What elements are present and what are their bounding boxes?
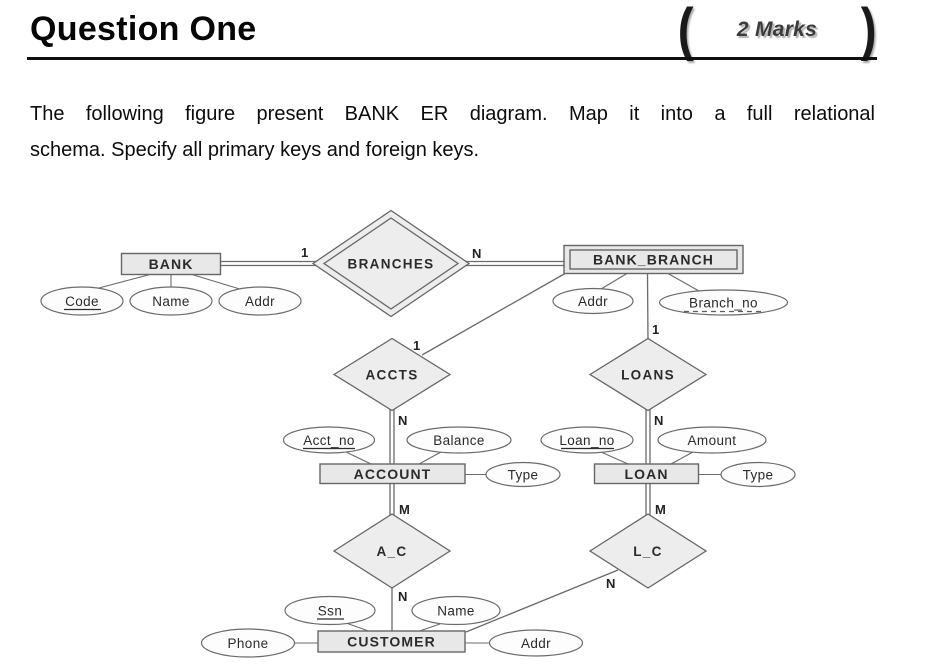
attribute-account-type xyxy=(485,461,561,488)
attribute-customer-name-label: Name xyxy=(437,604,475,619)
connector-amount-loan xyxy=(670,451,694,465)
relationship-branches-label: BRANCHES xyxy=(348,257,435,272)
question-line-1: The following figure present BANK ER dia… xyxy=(30,103,875,125)
attribute-balance xyxy=(406,426,512,454)
attribute-loan-type-label: Type xyxy=(743,468,774,483)
attribute-customer-addr-label: Addr xyxy=(521,636,551,651)
attribute-loanno-label: Loan_no xyxy=(559,433,614,448)
cardinality-loan-lc: M xyxy=(655,502,666,517)
cardinality-bankbranch-loans: 1 xyxy=(652,322,659,337)
connector-bankbranch-addr xyxy=(600,273,628,290)
attribute-loanno xyxy=(540,426,634,454)
question-line-2: schema. Specify all primary keys and for… xyxy=(30,139,480,161)
connector-lc-customer xyxy=(465,569,619,633)
cardinality-loans-loan: N xyxy=(654,413,663,428)
connector-bankbranch-accts xyxy=(421,272,566,356)
attribute-branch-addr xyxy=(552,287,634,315)
connector-bank-code xyxy=(94,273,151,290)
cardinality-bank-branches: 1 xyxy=(301,245,308,260)
attribute-loan-type xyxy=(720,461,796,488)
question-title: Question One xyxy=(30,10,257,48)
connector-loanno-loan xyxy=(600,451,629,465)
entity-account-label: ACCOUNT xyxy=(354,466,432,482)
entity-customer-label: CUSTOMER xyxy=(347,634,436,650)
connector-ssn-customer xyxy=(345,622,371,633)
attribute-customer-name xyxy=(411,595,501,626)
attribute-branch-addr-label: Addr xyxy=(578,294,608,309)
entity-bank xyxy=(120,252,222,276)
cardinality-accts-account: N xyxy=(398,413,407,428)
marks-badge: ( 2 Marks ) xyxy=(676,0,878,62)
entity-account xyxy=(319,463,466,485)
attribute-acctno-label: Acct_no xyxy=(303,433,355,448)
cardinality-bankbranch-accts: 1 xyxy=(413,338,420,353)
relationship-accts xyxy=(332,337,452,412)
connector-bankbranch-loans xyxy=(646,273,649,342)
attribute-account-type-label: Type xyxy=(508,468,539,483)
attribute-amount-label: Amount xyxy=(688,433,737,448)
attribute-code xyxy=(40,286,124,316)
right-paren-glyph: ) xyxy=(860,0,877,62)
relationship-branches-inner xyxy=(322,217,460,310)
marks-label: 2 Marks xyxy=(736,18,818,41)
attribute-bank-addr xyxy=(218,286,302,316)
entity-customer xyxy=(317,630,466,653)
relationship-loans-label: LOANS xyxy=(621,368,675,383)
entity-bankbranch-label: BANK_BRANCH xyxy=(593,252,714,268)
left-paren-glyph: ( xyxy=(677,0,694,62)
connector-bankbranch-branchno xyxy=(667,273,700,292)
attribute-ssn xyxy=(284,595,376,626)
relationship-ac xyxy=(332,513,452,589)
attribute-bank-name xyxy=(129,286,213,316)
entity-bank-label: BANK xyxy=(149,256,194,272)
relationship-accts-label: ACCTS xyxy=(366,368,419,383)
cardinality-branches-bankbranch: N xyxy=(472,246,481,261)
relationship-loans xyxy=(588,337,708,412)
cardinality-account-ac: M xyxy=(399,502,410,517)
attribute-bank-name-label: Name xyxy=(152,294,190,309)
attribute-branchno xyxy=(658,289,789,316)
connector-acctno-account xyxy=(345,451,372,465)
attribute-amount xyxy=(657,426,767,454)
attribute-ssn-label: Ssn xyxy=(318,604,342,619)
attribute-balance-label: Balance xyxy=(433,433,485,448)
connector-bank-addr xyxy=(191,273,244,291)
attribute-acctno xyxy=(282,426,376,454)
attribute-code-label: Code xyxy=(65,294,99,309)
attribute-phone xyxy=(200,628,296,658)
cardinality-lc-customer: N xyxy=(606,576,615,591)
entity-bankbranch-inner xyxy=(569,249,738,270)
attribute-bank-addr-label: Addr xyxy=(245,294,275,309)
entity-loan-label: LOAN xyxy=(624,466,668,482)
entity-loan xyxy=(593,463,700,485)
question-text: The following figure present BANK ER dia… xyxy=(30,96,875,168)
relationship-lc-label: L_C xyxy=(633,544,662,559)
cardinality-ac-customer: N xyxy=(398,589,407,604)
header-rule xyxy=(27,57,877,60)
attribute-phone-label: Phone xyxy=(227,636,268,651)
relationship-ac-label: A_C xyxy=(377,544,408,559)
relationship-lc xyxy=(588,513,708,589)
connector-name-customer xyxy=(417,623,441,633)
connector-balance-account xyxy=(418,451,442,465)
attribute-customer-addr xyxy=(488,629,584,657)
attribute-branchno-label: Branch_no xyxy=(689,296,758,311)
